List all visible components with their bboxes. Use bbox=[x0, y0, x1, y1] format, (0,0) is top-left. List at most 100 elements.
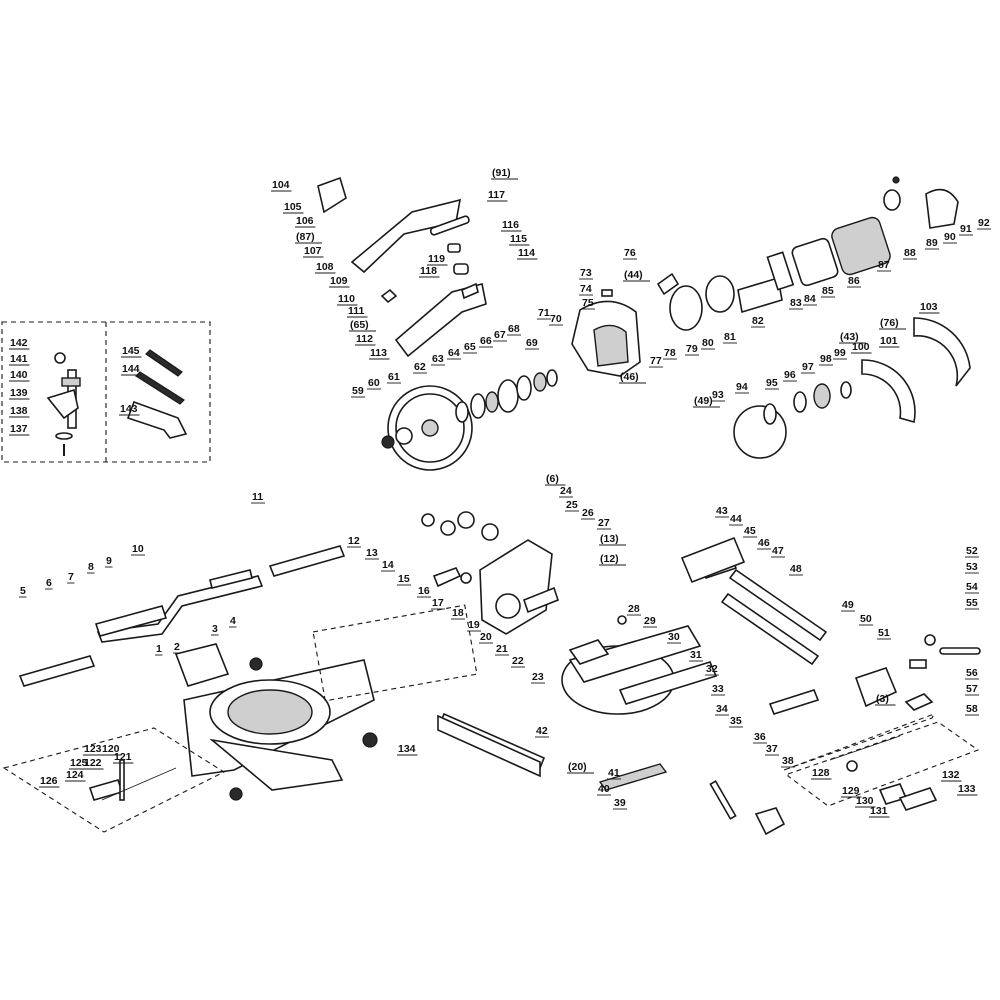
callout-label: (12) bbox=[600, 553, 619, 565]
callout-label: 14 bbox=[382, 559, 394, 571]
callout-label: 31 bbox=[690, 649, 702, 661]
callout-label: 97 bbox=[802, 361, 814, 373]
callout-label: 118 bbox=[420, 265, 437, 277]
callout-label: 122 bbox=[84, 757, 102, 769]
callout-label: 45 bbox=[744, 525, 756, 537]
callout-label: 140 bbox=[10, 369, 28, 381]
callout-label: 121 bbox=[114, 751, 132, 763]
callout-label: 67 bbox=[494, 329, 506, 341]
slide-rails bbox=[680, 536, 981, 715]
callout-label: 95 bbox=[766, 377, 778, 389]
callout-label: 32 bbox=[706, 663, 718, 675]
callout-label: (13) bbox=[600, 533, 619, 545]
callout-label: 8 bbox=[88, 561, 94, 573]
callout-label: 117 bbox=[488, 189, 505, 201]
callout-label: (3) bbox=[876, 693, 889, 705]
callout-label: 29 bbox=[644, 615, 656, 627]
callout-label: 144 bbox=[122, 363, 140, 375]
bevel-arm bbox=[421, 511, 559, 635]
base-turntable bbox=[174, 643, 377, 801]
callout-label: 47 bbox=[772, 545, 784, 557]
callout-label: 62 bbox=[414, 361, 426, 373]
callout-label: 66 bbox=[480, 335, 492, 347]
callout-label: 125 bbox=[70, 757, 88, 769]
callout-label: 116 bbox=[502, 219, 519, 231]
callout-label: 126 bbox=[40, 775, 58, 787]
callout-label: 65 bbox=[464, 341, 476, 353]
callout-label: 55 bbox=[966, 597, 978, 609]
callout-label: 53 bbox=[966, 561, 978, 573]
callout-label: 108 bbox=[316, 261, 334, 273]
callout-label: 28 bbox=[628, 603, 640, 615]
callout-label: 24 bbox=[560, 485, 572, 497]
callout-label: 138 bbox=[10, 405, 28, 417]
callout-label: 20 bbox=[480, 631, 492, 643]
callout-label: 64 bbox=[448, 347, 460, 359]
callout-label: 145 bbox=[122, 345, 140, 357]
callout-label: 63 bbox=[432, 353, 444, 365]
callout-label: (91) bbox=[492, 167, 511, 179]
extension-rail bbox=[437, 714, 541, 778]
callout-label: 78 bbox=[664, 347, 676, 359]
callout-label: 27 bbox=[598, 517, 610, 529]
callout-label: 106 bbox=[296, 215, 314, 227]
blade-assembly bbox=[381, 369, 558, 471]
callout-label: 84 bbox=[804, 293, 816, 305]
callout-label: 103 bbox=[920, 301, 938, 313]
callout-label: 100 bbox=[852, 341, 870, 353]
callout-label: 124 bbox=[66, 769, 84, 781]
callout-label: 9 bbox=[106, 555, 112, 567]
callout-label: 87 bbox=[878, 259, 890, 271]
callout-label: (20) bbox=[568, 761, 587, 773]
callout-label: 107 bbox=[304, 245, 322, 257]
callout-label: 43 bbox=[716, 505, 728, 517]
callout-label: 30 bbox=[668, 631, 680, 643]
callout-label: (6) bbox=[546, 473, 559, 485]
callout-label: 133 bbox=[958, 783, 976, 795]
callout-label: 141 bbox=[10, 353, 28, 365]
callout-label: 123 bbox=[84, 743, 102, 755]
callout-label: 94 bbox=[736, 381, 748, 393]
callout-label: 38 bbox=[782, 755, 794, 767]
callout-label: 58 bbox=[966, 703, 978, 715]
leader-lines bbox=[9, 178, 991, 818]
callout-label: 104 bbox=[272, 179, 290, 191]
callout-label: 137 bbox=[10, 423, 28, 435]
callout-label: 61 bbox=[388, 371, 400, 383]
callout-label: 4 bbox=[230, 615, 236, 627]
callout-label: 99 bbox=[834, 347, 846, 359]
callout-label: 130 bbox=[856, 795, 874, 807]
callout-label: 6 bbox=[46, 577, 52, 589]
lock-handle bbox=[709, 780, 786, 836]
callout-label: 13 bbox=[366, 547, 378, 559]
callout-label: 40 bbox=[598, 783, 610, 795]
callout-label: 79 bbox=[686, 343, 698, 355]
callout-label: 21 bbox=[496, 643, 508, 655]
callout-label: 93 bbox=[712, 389, 724, 401]
callout-label: 60 bbox=[368, 377, 380, 389]
fence-parts bbox=[18, 545, 346, 687]
callout-label: 16 bbox=[418, 585, 430, 597]
callout-label: 26 bbox=[582, 507, 594, 519]
callout-label: 17 bbox=[432, 597, 444, 609]
callout-label: 3 bbox=[212, 623, 218, 635]
callout-label: 81 bbox=[724, 331, 736, 343]
callout-label: 128 bbox=[812, 767, 830, 779]
callout-label: 7 bbox=[68, 571, 74, 583]
callout-label: 88 bbox=[904, 247, 916, 259]
callout-label: 80 bbox=[702, 337, 714, 349]
callout-label: 18 bbox=[452, 607, 464, 619]
motor-assembly bbox=[737, 176, 959, 314]
callout-label: 96 bbox=[784, 369, 796, 381]
callout-label: 71 bbox=[538, 307, 550, 319]
callout-label: 85 bbox=[822, 285, 834, 297]
callout-label: 76 bbox=[624, 247, 636, 259]
callout-label: 1 bbox=[156, 643, 162, 655]
laser-parts bbox=[829, 735, 938, 811]
callout-label: (44) bbox=[624, 269, 643, 281]
callout-label: 143 bbox=[120, 403, 138, 415]
callout-label: 48 bbox=[790, 563, 802, 575]
callout-label: 139 bbox=[10, 387, 28, 399]
